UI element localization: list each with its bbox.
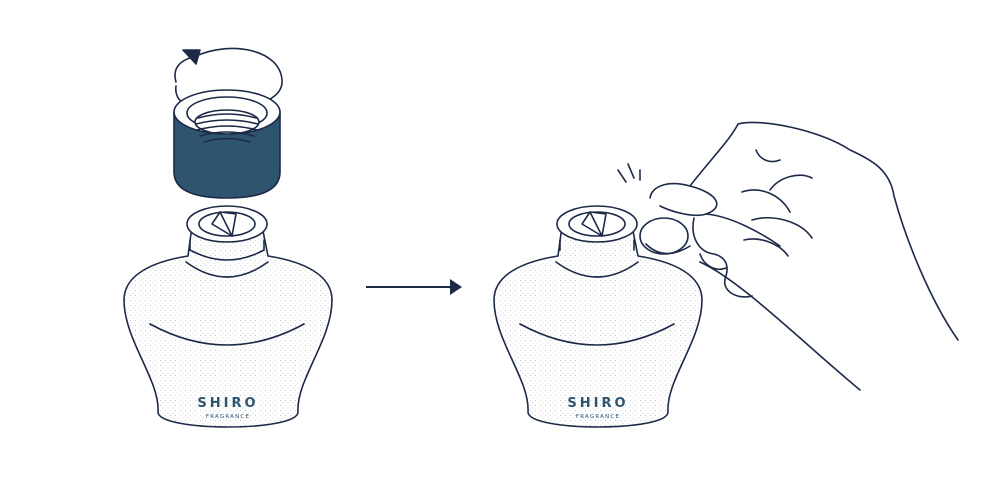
brand-name: SHIRO [197,396,258,411]
pop-motion-lines [617,163,641,183]
brand-name: SHIRO [567,396,628,411]
bottle-left [123,205,333,428]
bottle-cap [173,89,281,199]
inner-stopper [639,217,691,255]
bottle-label-right: SHIRO FRAGRANCE [567,396,628,420]
step-2-remove-stopper: SHIRO FRAGRANCE [493,121,959,428]
right-arrow-icon [366,279,462,295]
bottle-right [493,205,703,428]
hand [649,121,959,391]
step-1-remove-cap: SHIRO FRAGRANCE [123,47,333,428]
brand-subtitle: FRAGRANCE [576,414,620,420]
bottle-label-left: SHIRO FRAGRANCE [197,396,258,420]
brand-subtitle: FRAGRANCE [206,414,250,420]
